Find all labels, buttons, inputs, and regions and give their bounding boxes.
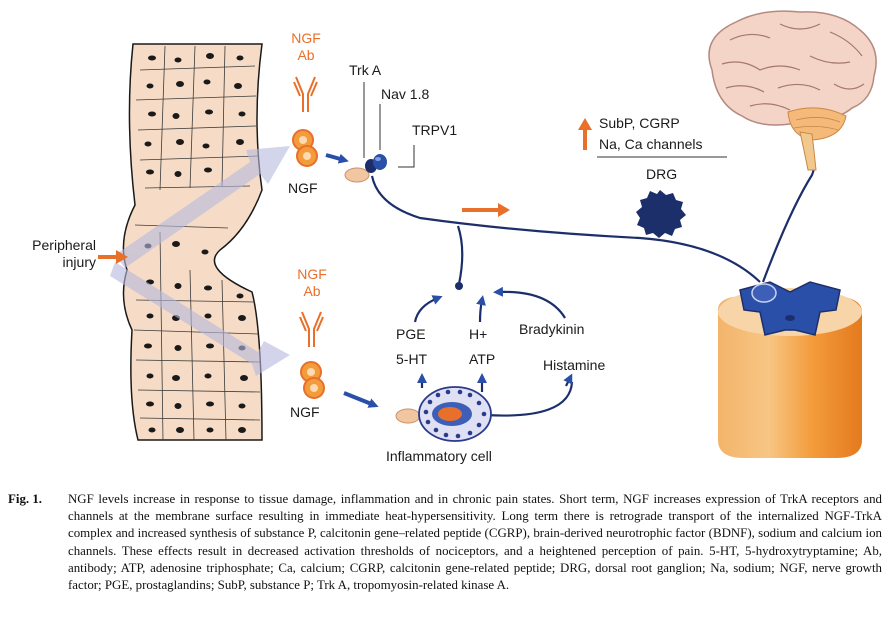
ngf-dimer-top-icon xyxy=(292,129,318,167)
receptor-leader-lines xyxy=(363,82,415,168)
drg-ganglion-icon xyxy=(636,190,686,238)
pge-label: PGE xyxy=(396,326,426,342)
arrow-ngf-to-receptor xyxy=(325,153,349,164)
subp-cgrp-label: SubP, CGRP xyxy=(599,115,680,131)
histamine-label: Histamine xyxy=(543,357,606,373)
ngf-release-arrows xyxy=(110,146,290,376)
figure-label: Fig. 1. xyxy=(8,492,43,506)
atp-label: ATP xyxy=(469,351,496,367)
spinal-cord-icon xyxy=(717,281,862,458)
arrow-ngf-to-cell xyxy=(343,391,379,408)
trka-label: Trk A xyxy=(349,62,382,78)
inflammatory-cell-label: Inflammatory cell xyxy=(386,448,492,464)
na-ca-channels-label: Na, Ca channels xyxy=(599,136,703,152)
figure-caption: Fig. 1. NGF levels increase in response … xyxy=(8,491,882,594)
brain-icon xyxy=(708,10,877,171)
ngf-top-label: NGF xyxy=(288,180,318,196)
ngf-dimer-bottom-icon xyxy=(300,361,325,399)
h-plus-label: H+ xyxy=(469,326,488,342)
retrograde-transport-arrow xyxy=(462,203,510,217)
ngf-pain-diagram xyxy=(98,10,877,458)
drg-label: DRG xyxy=(646,166,678,182)
increase-arrow xyxy=(578,118,592,150)
antibody-top-icon xyxy=(293,76,318,112)
bradykinin-label: Bradykinin xyxy=(519,321,585,337)
five-ht-label: 5-HT xyxy=(396,351,428,367)
antibody-bottom-icon xyxy=(299,311,324,347)
nav18-label: Nav 1.8 xyxy=(381,86,430,102)
fiber-junction-dot xyxy=(455,282,463,290)
inflammatory-cell-icon xyxy=(395,386,492,442)
caption-text: NGF levels increase in response to tissu… xyxy=(68,492,882,593)
mediator-arrows xyxy=(413,286,573,392)
injury-arrow xyxy=(98,250,128,264)
nerve-terminal-receptors xyxy=(344,154,387,183)
trpv1-label: TRPV1 xyxy=(412,122,458,138)
ngf-bottom-label: NGF xyxy=(290,404,320,420)
